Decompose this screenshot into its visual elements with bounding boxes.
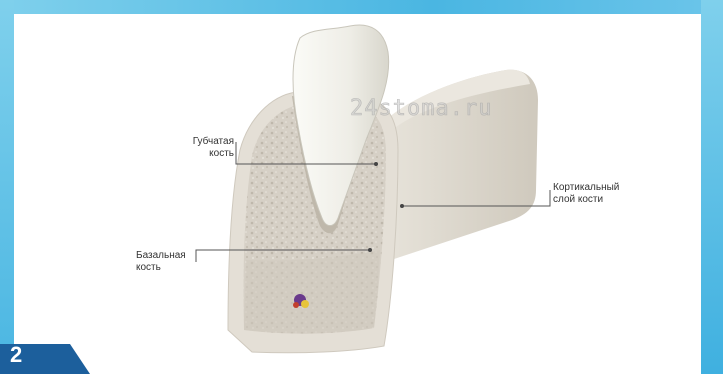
cortical-layer-label: Кортикальный слой кости [553, 182, 683, 206]
figure-number: 2 [10, 342, 22, 368]
basal-label-line1: Базальная [136, 250, 216, 262]
spongy-label-line2: кость [150, 148, 234, 160]
basal-label-line2: кость [136, 262, 216, 274]
basal-bone-area [244, 250, 380, 334]
cortical-label-line2: слой кости [553, 194, 683, 206]
basal-bone-label: Базальная кость [136, 250, 216, 274]
watermark-text: 24stoma.ru [350, 96, 492, 121]
spongy-bone-label: Губчатая кость [150, 136, 234, 160]
cortical-label-line1: Кортикальный [553, 182, 683, 194]
figure-number-badge: 2 [0, 342, 90, 374]
spongy-label-line1: Губчатая [150, 136, 234, 148]
